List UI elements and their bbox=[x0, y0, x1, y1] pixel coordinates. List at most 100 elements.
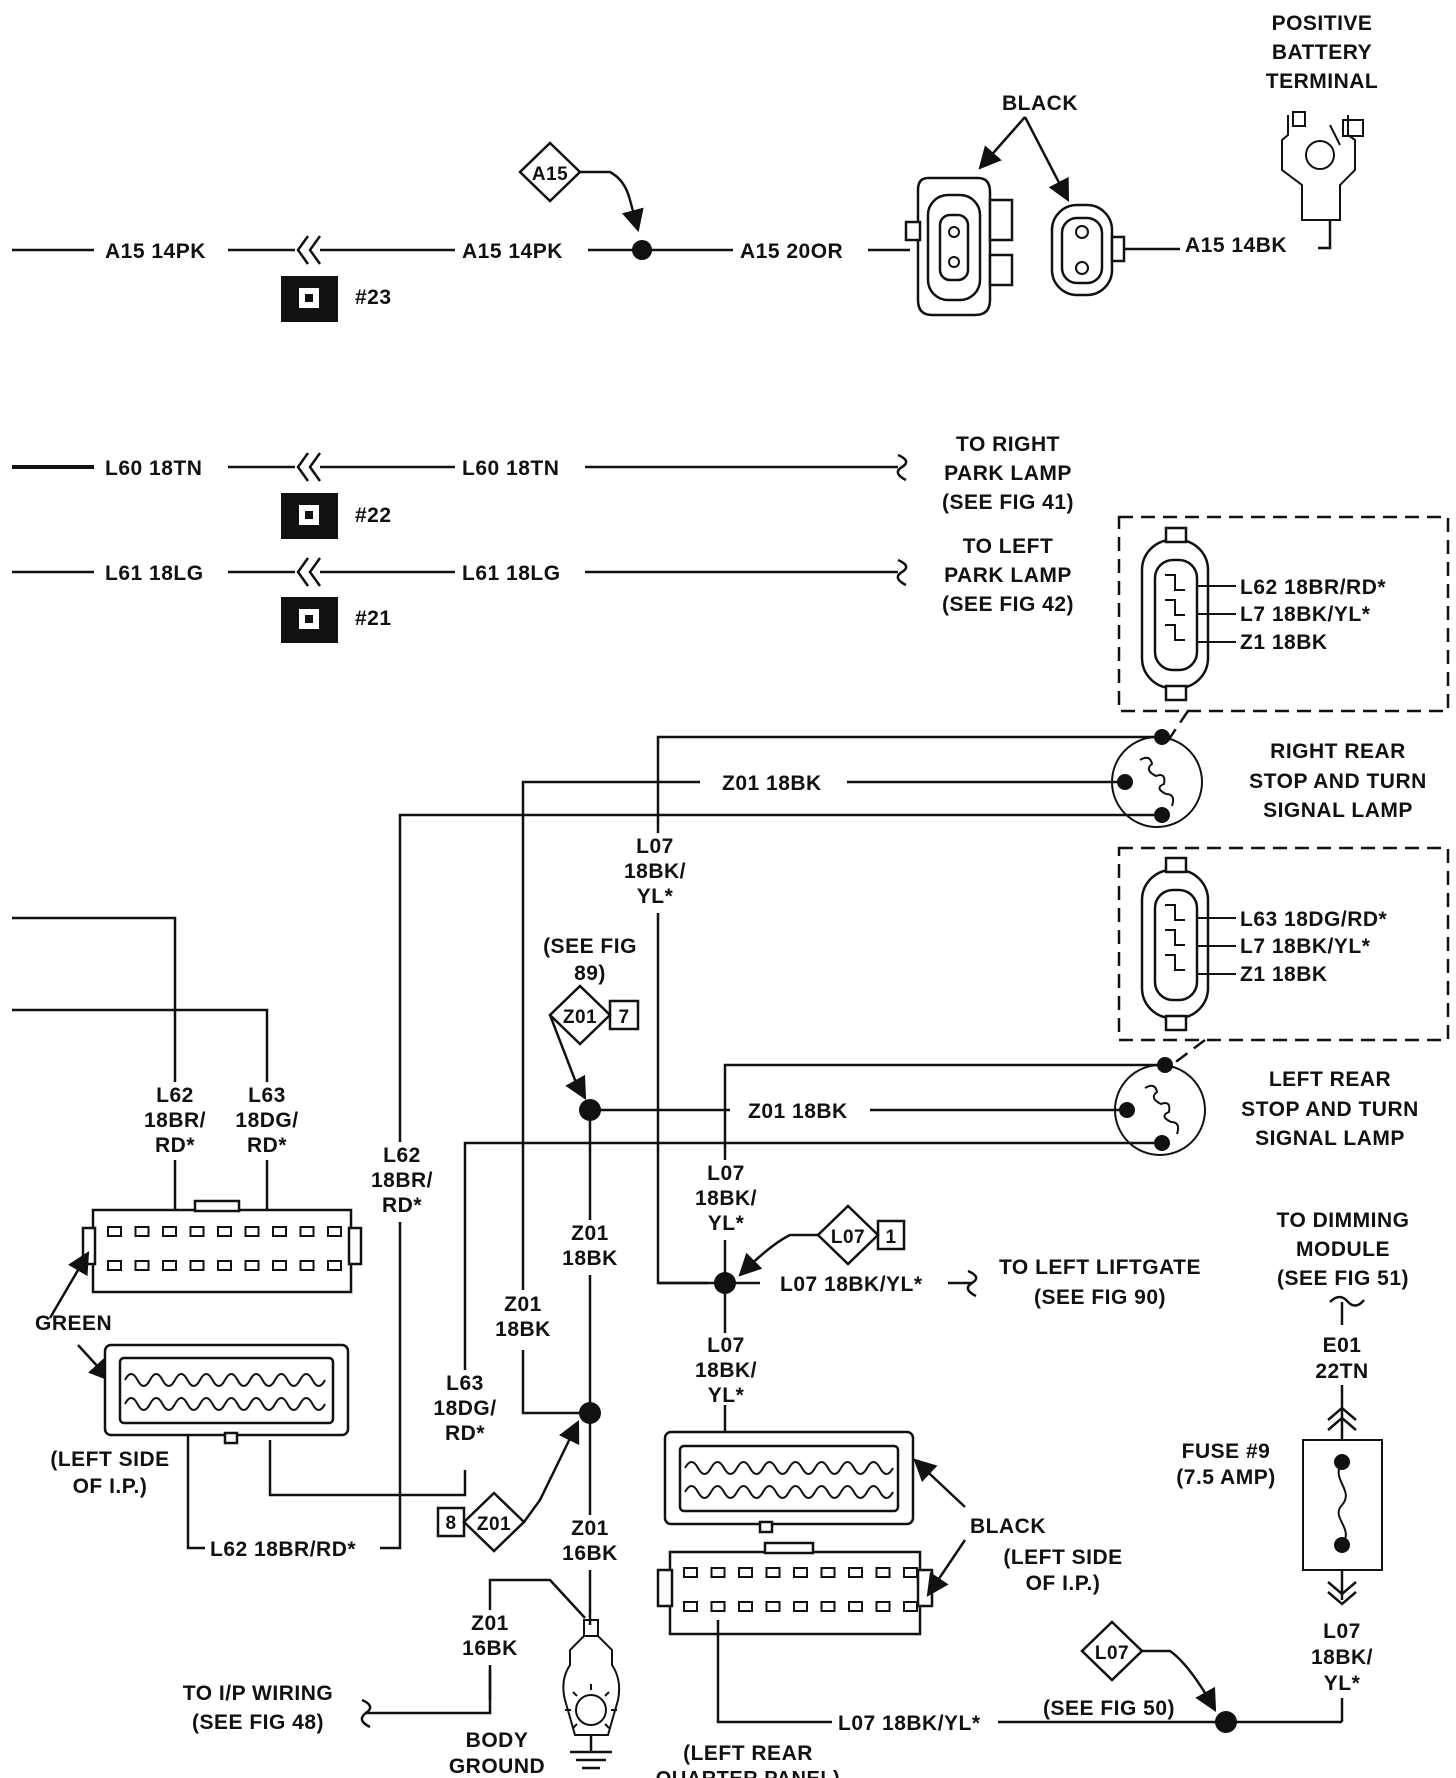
location-label-line: (LEFT SIDE bbox=[1003, 1546, 1122, 1569]
lamp-label-line: STOP AND TURN bbox=[1249, 770, 1427, 793]
wire-label-line: YL* bbox=[708, 1384, 745, 1407]
wire-break-icon bbox=[1329, 1295, 1365, 1307]
wire-label-line: 18BK/ bbox=[695, 1359, 757, 1382]
connector-pin bbox=[244, 1260, 260, 1271]
wire-break-icon bbox=[896, 453, 908, 482]
destination-label-line: (SEE FIG 51) bbox=[1277, 1267, 1409, 1290]
wire-label-line: RD* bbox=[247, 1134, 287, 1157]
connector-pin bbox=[793, 1601, 808, 1612]
l07-left-wire bbox=[723, 1063, 1165, 1170]
right-park-lamp-label: TO RIGHT PARK LAMP (SEE FIG 41) bbox=[942, 433, 1074, 514]
l60-wire-label: L60 18TN bbox=[462, 457, 559, 480]
wire-label-line: 18BR/ bbox=[144, 1109, 206, 1132]
wire-label-line: 16BK bbox=[462, 1637, 518, 1660]
destination-label-line: PARK LAMP bbox=[944, 564, 1072, 587]
splice-dot bbox=[1215, 1711, 1237, 1733]
fuse-label-line: (7.5 AMP) bbox=[1176, 1466, 1275, 1489]
l07-lower-label: L07 18BK/ YL* bbox=[695, 1334, 757, 1407]
wire-label-line: 18DG/ bbox=[235, 1109, 298, 1132]
e01-label: E01 22TN bbox=[1315, 1334, 1368, 1383]
connector-23-icon bbox=[281, 276, 338, 322]
black-connector-male-icon bbox=[904, 176, 1014, 317]
inline-connector-21 bbox=[296, 557, 322, 587]
fuse-label-line: FUSE #9 bbox=[1182, 1440, 1271, 1463]
splice-dot bbox=[632, 240, 652, 260]
left-park-lamp-label: TO LEFT PARK LAMP (SEE FIG 42) bbox=[942, 535, 1074, 616]
l62-top-label: L62 18BR/ RD* bbox=[144, 1084, 206, 1157]
wire-label-line: RD* bbox=[382, 1194, 422, 1217]
connector-number: #22 bbox=[355, 504, 392, 527]
right-ip-label: (LEFT SIDE OF I.P.) bbox=[1003, 1546, 1122, 1595]
splice-marker-number: 1 bbox=[885, 1227, 896, 1248]
connector-pin bbox=[683, 1567, 698, 1578]
location-label-line: (LEFT SIDE bbox=[50, 1448, 169, 1471]
wire-label-line: 18BK bbox=[495, 1318, 551, 1341]
l07-bottom-wire bbox=[716, 1620, 832, 1724]
pin-label: Z1 18BK bbox=[1240, 963, 1328, 986]
ip-wiring-label: TO I/P WIRING (SEE FIG 48) bbox=[183, 1682, 333, 1734]
connector-pin bbox=[903, 1601, 918, 1612]
battery-label: POSITIVE BATTERY TERMINAL bbox=[1266, 12, 1379, 93]
connector-pin bbox=[683, 1601, 698, 1612]
l63-input-wire bbox=[12, 1008, 269, 1090]
splice-marker-label: L07 bbox=[1095, 1643, 1129, 1664]
connector-pin bbox=[765, 1601, 781, 1612]
a15-wire-label: A15 14PK bbox=[105, 240, 206, 263]
connector-21-icon bbox=[281, 597, 338, 643]
wire-label-line: YL* bbox=[1324, 1672, 1361, 1695]
a15-wire-label: A15 14PK bbox=[462, 240, 563, 263]
label-mask bbox=[420, 1370, 510, 1450]
connector-pin bbox=[134, 1260, 150, 1271]
fuse-icon bbox=[1302, 1439, 1383, 1571]
destination-label-line: (SEE FIG 90) bbox=[1034, 1286, 1166, 1309]
battery-label-line: TERMINAL bbox=[1266, 70, 1379, 93]
lamp-label-line: SIGNAL LAMP bbox=[1263, 799, 1413, 822]
lamp-label-line: LEFT REAR bbox=[1269, 1068, 1391, 1091]
l62-input-wire bbox=[12, 916, 177, 1090]
splice-marker-label: A15 bbox=[532, 164, 568, 185]
wire-label-line: 22TN bbox=[1315, 1360, 1368, 1383]
destination-label-line: (SEE FIG 42) bbox=[942, 593, 1074, 616]
z01-ground-label: Z01 16BK bbox=[462, 1612, 518, 1660]
destination-label-line: MODULE bbox=[1296, 1238, 1390, 1261]
connector-number: #23 bbox=[355, 286, 392, 309]
l62-bottom-wire bbox=[186, 1435, 205, 1550]
connector-pin bbox=[875, 1567, 891, 1578]
ground-symbol-icon bbox=[570, 1735, 612, 1770]
splice-marker-number: 7 bbox=[618, 1007, 629, 1028]
green-connector-male-icon bbox=[81, 1199, 363, 1294]
green-label: GREEN bbox=[35, 1312, 112, 1335]
wire-label-line: L63 bbox=[446, 1372, 484, 1395]
connector-pin bbox=[875, 1601, 891, 1612]
battery-label-line: BATTERY bbox=[1272, 41, 1372, 64]
connector-chevron-icon bbox=[1327, 1406, 1357, 1431]
label-mask bbox=[478, 1290, 568, 1350]
z01-right-wire bbox=[521, 780, 700, 1415]
connector-pin bbox=[738, 1601, 753, 1612]
l07-bottom-label: L07 18BK/YL* bbox=[838, 1712, 981, 1735]
a15-wire-label: A15 20OR bbox=[740, 240, 843, 263]
l07-fuse-label: L07 18BK/ YL* bbox=[1311, 1620, 1373, 1695]
pointer-arrow bbox=[1023, 116, 1070, 202]
splice-marker-z01-top: Z01 7 bbox=[548, 984, 640, 1100]
wire-label-line: Z01 bbox=[504, 1293, 542, 1316]
battery-label-line: POSITIVE bbox=[1272, 12, 1373, 35]
connector-chevron-icon bbox=[1327, 1581, 1357, 1606]
see-fig-89-label: (SEE FIG 89) bbox=[543, 935, 636, 985]
wire-label-line: Z01 bbox=[471, 1612, 509, 1635]
connector-pin bbox=[903, 1567, 918, 1578]
wire-label-line: RD* bbox=[155, 1134, 195, 1157]
wire-label-line: 18DG/ bbox=[433, 1397, 496, 1420]
fuse-label: FUSE #9 (7.5 AMP) bbox=[1176, 1440, 1275, 1489]
note-line: 89) bbox=[574, 962, 606, 985]
connector-pin bbox=[793, 1567, 808, 1578]
connector-pin bbox=[738, 1567, 753, 1578]
pin-label: L62 18BR/RD* bbox=[1240, 576, 1386, 599]
left-lamp-connector-box bbox=[1117, 846, 1450, 1042]
wire-label-line: L07 bbox=[636, 835, 674, 858]
l63-left-wire bbox=[268, 1440, 467, 1497]
splice-dot bbox=[714, 1272, 736, 1294]
z01-left-col-label: Z01 18BK bbox=[495, 1293, 551, 1341]
wire-label-line: 18BR/ bbox=[371, 1169, 433, 1192]
splice-marker-a15: A15 bbox=[518, 141, 644, 233]
